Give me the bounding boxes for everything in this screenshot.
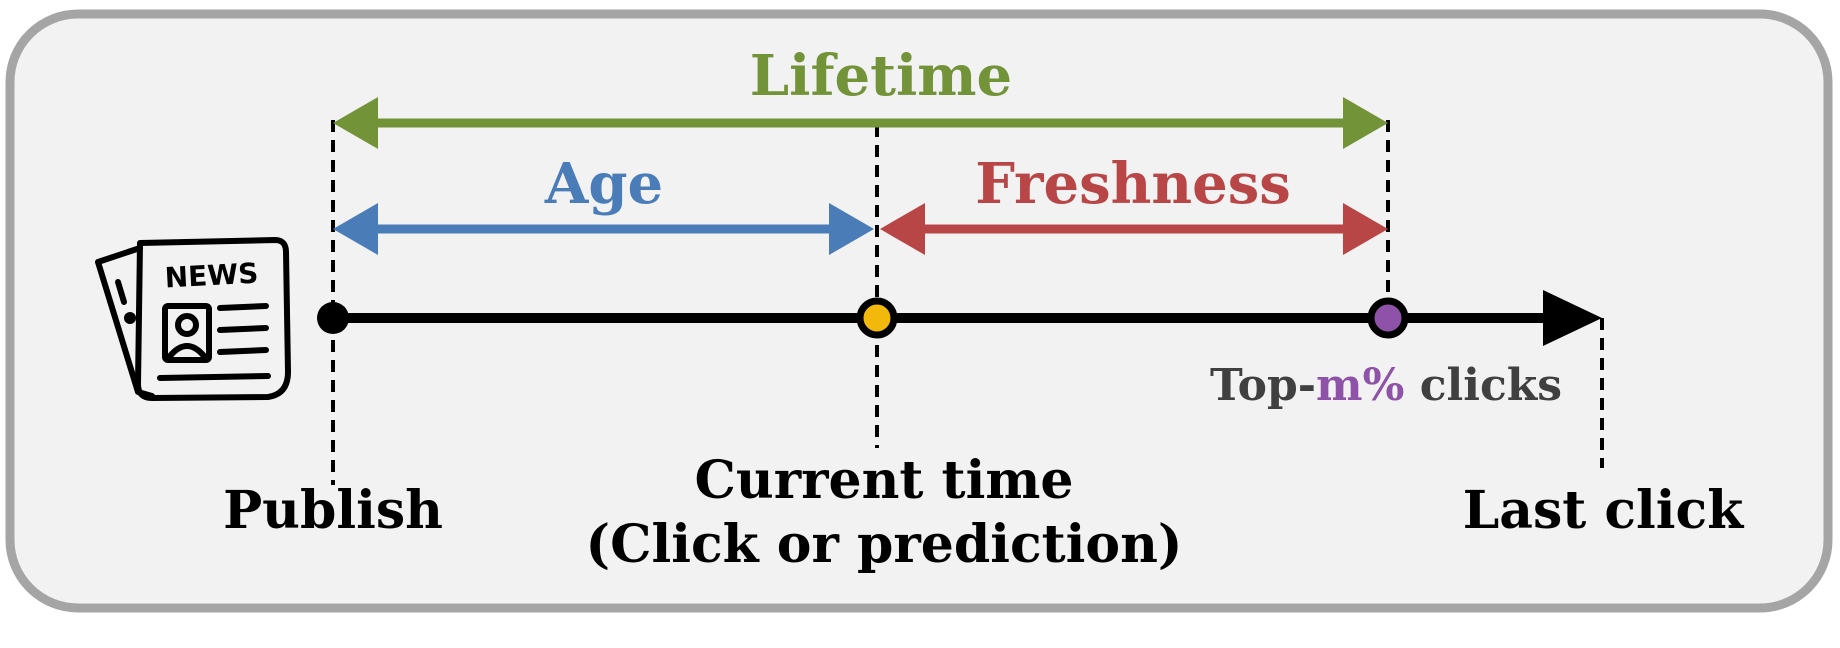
topm-clicks-label: Top-m% clicks — [1210, 360, 1562, 411]
diagram-panel — [5, 9, 1833, 613]
freshness-arrow — [880, 203, 1388, 255]
publish-point — [317, 302, 349, 334]
topm-suffix: clicks — [1404, 360, 1562, 411]
current-time-point — [856, 297, 898, 339]
freshness-label: Freshness — [975, 151, 1291, 217]
current-time-sublabel: (Click or prediction) — [586, 514, 1183, 575]
newspaper-icon-text: NEWS — [164, 257, 259, 295]
age-label: Age — [544, 151, 663, 217]
current-time-label: Current time — [695, 450, 1074, 511]
topm-clicks-point — [1367, 297, 1409, 339]
age-arrow — [333, 203, 874, 255]
topm-prefix: Top- — [1210, 360, 1316, 411]
topm-variable: m% — [1316, 360, 1404, 411]
axis-arrowhead — [1543, 290, 1602, 346]
time-axis — [333, 290, 1602, 346]
lifetime-label: Lifetime — [750, 43, 1012, 109]
publish-label: Publish — [223, 480, 443, 541]
lifetime-arrow — [333, 97, 1388, 149]
newspaper-icon — [95, 237, 291, 401]
last-click-label: Last click — [1463, 480, 1744, 541]
